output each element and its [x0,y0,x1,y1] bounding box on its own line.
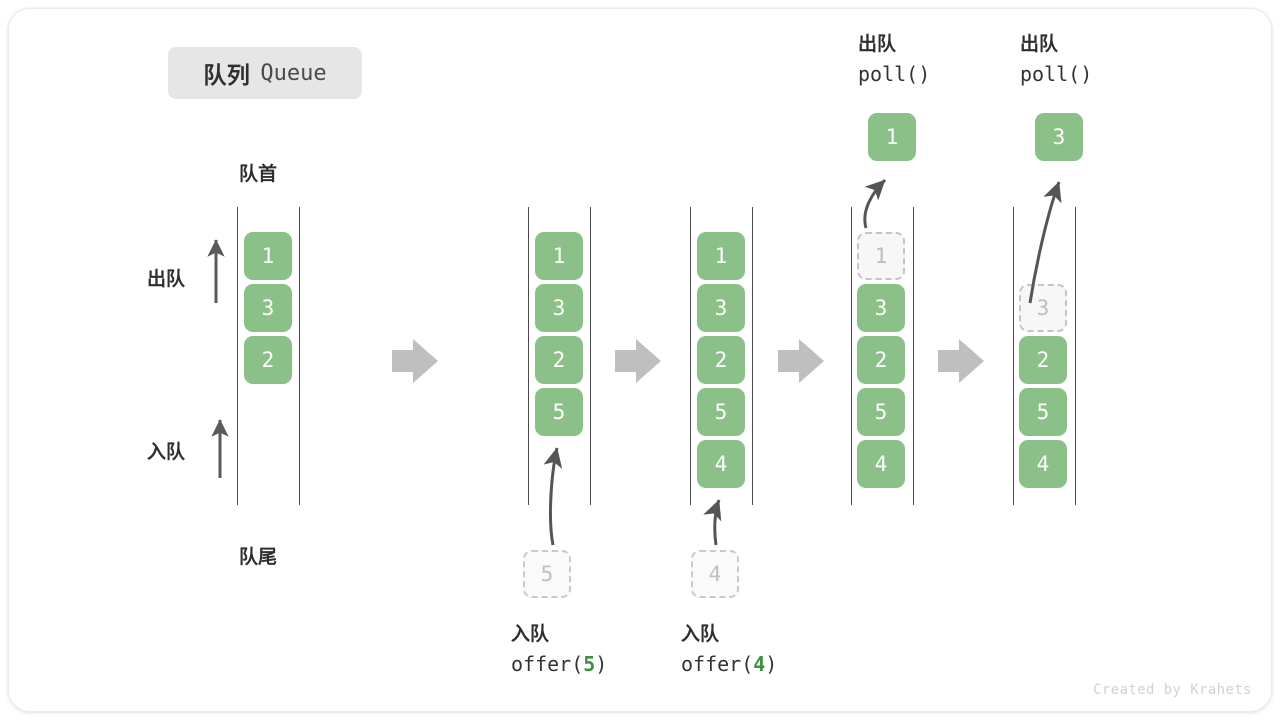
panel4-cell-1: 3 [857,284,905,332]
caption-offer-4: 入队 offer(4) [681,620,777,680]
label-front: 队首 [239,164,278,185]
offer-5-suffix: ) [595,652,608,677]
panel1-cell-1: 3 [244,284,292,332]
panel2-rail-left [528,207,529,505]
panel3-rail-left [690,207,691,505]
panel2-cell-1: 3 [535,284,583,332]
panel1-cell-0: 1 [244,232,292,280]
panel1-rail-right [299,207,300,505]
caption-offer-4-code: offer(4) [681,649,777,680]
panel1-rail-left [237,207,238,505]
caption-poll-a: 出队 poll() [858,30,930,90]
panel5-cell-1: 2 [1019,336,1067,384]
panel2-cell-2: 2 [535,336,583,384]
panel5-cell-0-ghost: 3 [1019,284,1067,332]
caption-poll-a-cn: 出队 [858,34,897,55]
caption-offer-5-code: offer(5) [511,649,607,680]
title-en: Queue [260,60,327,86]
offer-5-prefix: offer( [511,652,584,677]
panel2-cell-0: 1 [535,232,583,280]
offer-4-prefix: offer( [681,652,754,677]
panel4-rail-right [913,207,914,505]
panel3-cell-3: 5 [697,388,745,436]
panel4-cell-2: 2 [857,336,905,384]
panel2-rail-right [590,207,591,505]
panel3-pending-cell: 4 [691,550,739,598]
panel3-cell-2: 2 [697,336,745,384]
caption-offer-4-cn: 入队 [681,624,720,645]
panel5-rail-left [1013,207,1014,505]
caption-poll-b: 出队 poll() [1020,30,1092,90]
panel4-popped-cell: 1 [868,113,916,161]
label-rear: 队尾 [239,547,278,568]
offer-5-arg: 5 [583,652,596,677]
caption-offer-5: 入队 offer(5) [511,620,607,680]
label-enqueue-side: 入队 [147,442,186,463]
offer-4-suffix: ) [765,652,778,677]
panel5-popped-cell: 3 [1035,113,1083,161]
panel5-rail-right [1075,207,1076,505]
panel2-cell-3: 5 [535,388,583,436]
label-dequeue-side: 出队 [147,269,186,290]
panel5-cell-2: 5 [1019,388,1067,436]
title-cn: 队列 [203,62,251,88]
panel3-cell-0: 1 [697,232,745,280]
offer-4-arg: 4 [753,652,766,677]
panel1-cell-2: 2 [244,336,292,384]
panel3-cell-1: 3 [697,284,745,332]
panel2-pending-cell: 5 [523,550,571,598]
panel4-cell-0-ghost: 1 [857,232,905,280]
title-badge: 队列 Queue [168,47,362,99]
credit-text: Created by Krahets [1093,682,1252,698]
panel5-cell-3: 4 [1019,440,1067,488]
panel4-cell-4: 4 [857,440,905,488]
panel3-cell-4: 4 [697,440,745,488]
caption-poll-b-cn: 出队 [1020,34,1059,55]
diagram-card [8,8,1272,712]
caption-poll-a-code: poll() [858,62,931,87]
caption-offer-5-cn: 入队 [511,624,550,645]
panel4-cell-3: 5 [857,388,905,436]
caption-poll-b-code: poll() [1020,62,1093,87]
panel4-rail-left [851,207,852,505]
panel3-rail-right [752,207,753,505]
